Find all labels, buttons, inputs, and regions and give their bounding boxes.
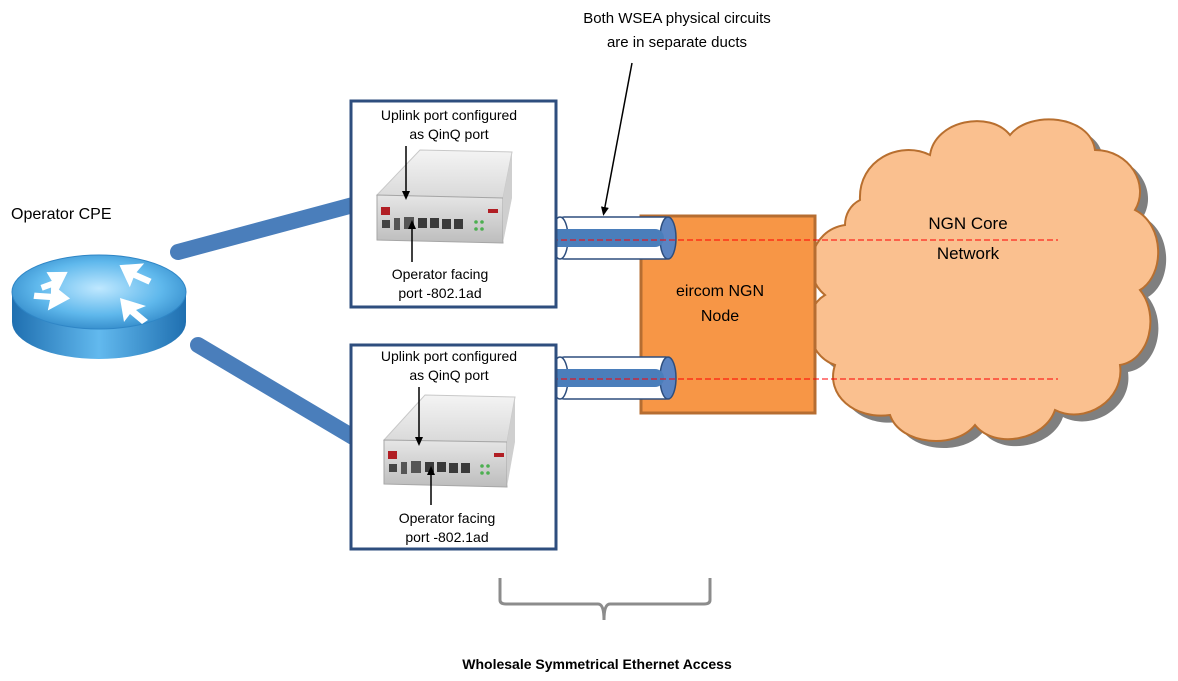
nte-top-uplink-line1: Uplink port configured — [381, 107, 517, 123]
ngn-node-label-line2: Node — [701, 308, 739, 325]
annotation-pointer-arrow — [600, 62, 633, 216]
bottom-brace — [498, 578, 712, 621]
nte-top-operator-line2: port -802.1ad — [398, 285, 481, 301]
diagram-caption: Wholesale Symmetrical Ethernet Access — [462, 656, 732, 672]
operator-cpe-router: Operator CPE — [11, 206, 187, 359]
operator-cpe-label: Operator CPE — [11, 206, 111, 223]
nte-bottom-uplink-line2: as QinQ port — [409, 367, 488, 383]
nte-bottom-operator-line2: port -802.1ad — [405, 529, 488, 545]
link-cpe-to-nte-bottom — [190, 337, 361, 445]
link-cpe-to-nte-top — [170, 197, 361, 260]
ngn-node-label-line1: eircom NGN — [676, 283, 764, 300]
nte-top-operator-line1: Operator facing — [392, 266, 489, 282]
nte-bottom-operator-line1: Operator facing — [399, 510, 496, 526]
annotation-line2: are in separate ducts — [607, 34, 747, 51]
nte-box-bottom: Uplink port configured as QinQ port Oper… — [349, 343, 558, 551]
nte-bottom-uplink-line1: Uplink port configured — [381, 348, 517, 364]
annotation-line1: Both WSEA physical circuits — [583, 10, 771, 27]
duct-bottom — [540, 356, 677, 400]
ngn-core-cloud: NGN Core Network — [808, 118, 1167, 449]
nte-top-uplink-line2: as QinQ port — [409, 126, 488, 142]
nte-device-bottom-icon — [382, 394, 516, 488]
core-label-line2: Network — [937, 244, 1000, 263]
duct-top — [540, 216, 677, 260]
cloud-body — [808, 118, 1160, 442]
nte-box-top: Uplink port configured as QinQ port Oper… — [349, 99, 558, 309]
core-label-line1: NGN Core — [928, 214, 1007, 233]
router-arrows-icon — [33, 263, 152, 324]
